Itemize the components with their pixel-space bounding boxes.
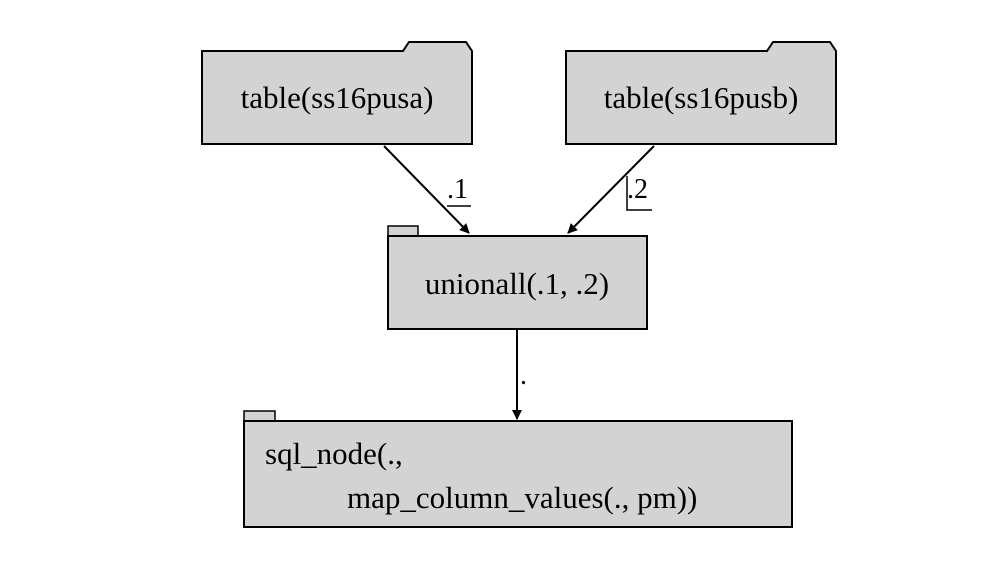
edge-label-bracket <box>626 176 652 211</box>
edge-table-b-to-union: .2 <box>567 145 655 234</box>
edge-label: .1 <box>447 174 468 205</box>
node-label-line2: map_column_values(., pm)) <box>347 480 697 515</box>
node-unionall: unionall(.1, .2) <box>387 225 648 330</box>
edge-table-a-to-union: .1 <box>383 145 471 234</box>
node-label: table(ss16pusb) <box>604 80 799 115</box>
edge-label: .2 <box>627 174 648 205</box>
node-label: table(ss16pusa) <box>241 80 434 115</box>
node-label-line1: sql_node(., <box>265 436 403 471</box>
node-table-ss16pusb: table(ss16pusb) <box>565 41 837 145</box>
node-box <box>387 235 648 330</box>
folder-tab <box>243 410 276 422</box>
node-label: unionall(.1, .2) <box>425 266 609 301</box>
node-box <box>243 420 793 528</box>
edge-label: . <box>520 360 527 391</box>
edge-line <box>383 145 470 234</box>
folder-shape <box>201 41 473 145</box>
folder-shape <box>565 41 837 145</box>
node-table-ss16pusa: table(ss16pusa) <box>201 41 473 145</box>
node-sql-node: sql_node(., map_column_values(., pm)) <box>243 410 793 528</box>
folder-tab <box>387 225 419 237</box>
edge-line <box>567 145 655 234</box>
edge-union-to-sql: . <box>512 330 527 420</box>
